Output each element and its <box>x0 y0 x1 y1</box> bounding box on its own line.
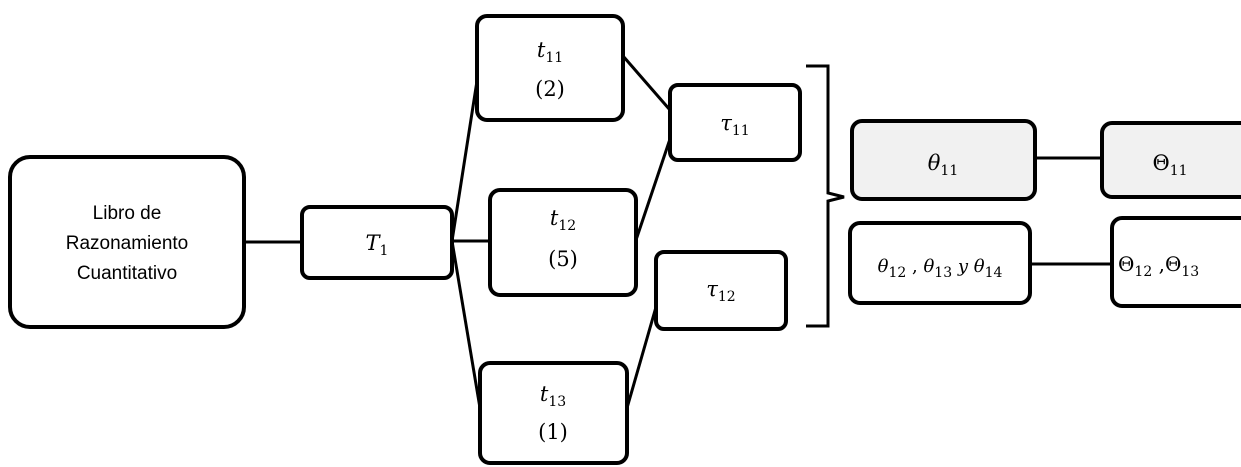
edge-T1-t13 <box>450 240 482 409</box>
edge-t12-tau11 <box>634 138 672 241</box>
tau12-label: τ12 <box>706 277 735 305</box>
Theta-group-label: Θ12 ,Θ13 <box>1118 252 1199 280</box>
t11-count: (2) <box>535 77 565 101</box>
root-line-3: Cuantitativo <box>77 263 177 284</box>
node-tau12: τ12 <box>654 250 788 331</box>
theta-group-label: θ12 , θ13 y θ14 <box>878 256 1003 281</box>
edge-t13-tau12 <box>625 306 658 409</box>
node-T1: T1 <box>300 205 454 280</box>
root-line-2: Razonamiento <box>66 233 189 254</box>
t11-label: t11 <box>537 38 563 66</box>
t13-count: (1) <box>538 420 568 444</box>
node-theta-group: θ12 , θ13 y θ14 <box>848 221 1032 305</box>
node-root-libro: Libro de Razonamiento Cuantitativo <box>8 155 246 329</box>
edge-T1-t11 <box>450 80 479 242</box>
node-Theta11: Θ11 <box>1100 121 1241 199</box>
root-line-1: Libro de <box>93 203 162 224</box>
t13-label: t13 <box>540 382 566 410</box>
node-tau11: τ11 <box>668 83 802 162</box>
node-Theta-group: Θ12 ,Θ13 <box>1110 216 1241 308</box>
tau11-label: τ11 <box>720 111 749 139</box>
theta11-label: θ11 <box>928 151 958 179</box>
Theta11-label: Θ11 <box>1152 151 1187 179</box>
node-theta11: θ11 <box>850 119 1037 201</box>
edge-t11-tau11 <box>621 55 672 111</box>
t12-count: (5) <box>548 247 578 271</box>
node-t13: t13 (1) <box>478 361 629 465</box>
node-t11: t11 (2) <box>475 14 625 122</box>
grouping-bracket <box>806 64 845 328</box>
T1-label: T1 <box>366 231 389 259</box>
node-t12: t12 (5) <box>488 188 638 297</box>
t12-label: t12 <box>550 206 576 234</box>
